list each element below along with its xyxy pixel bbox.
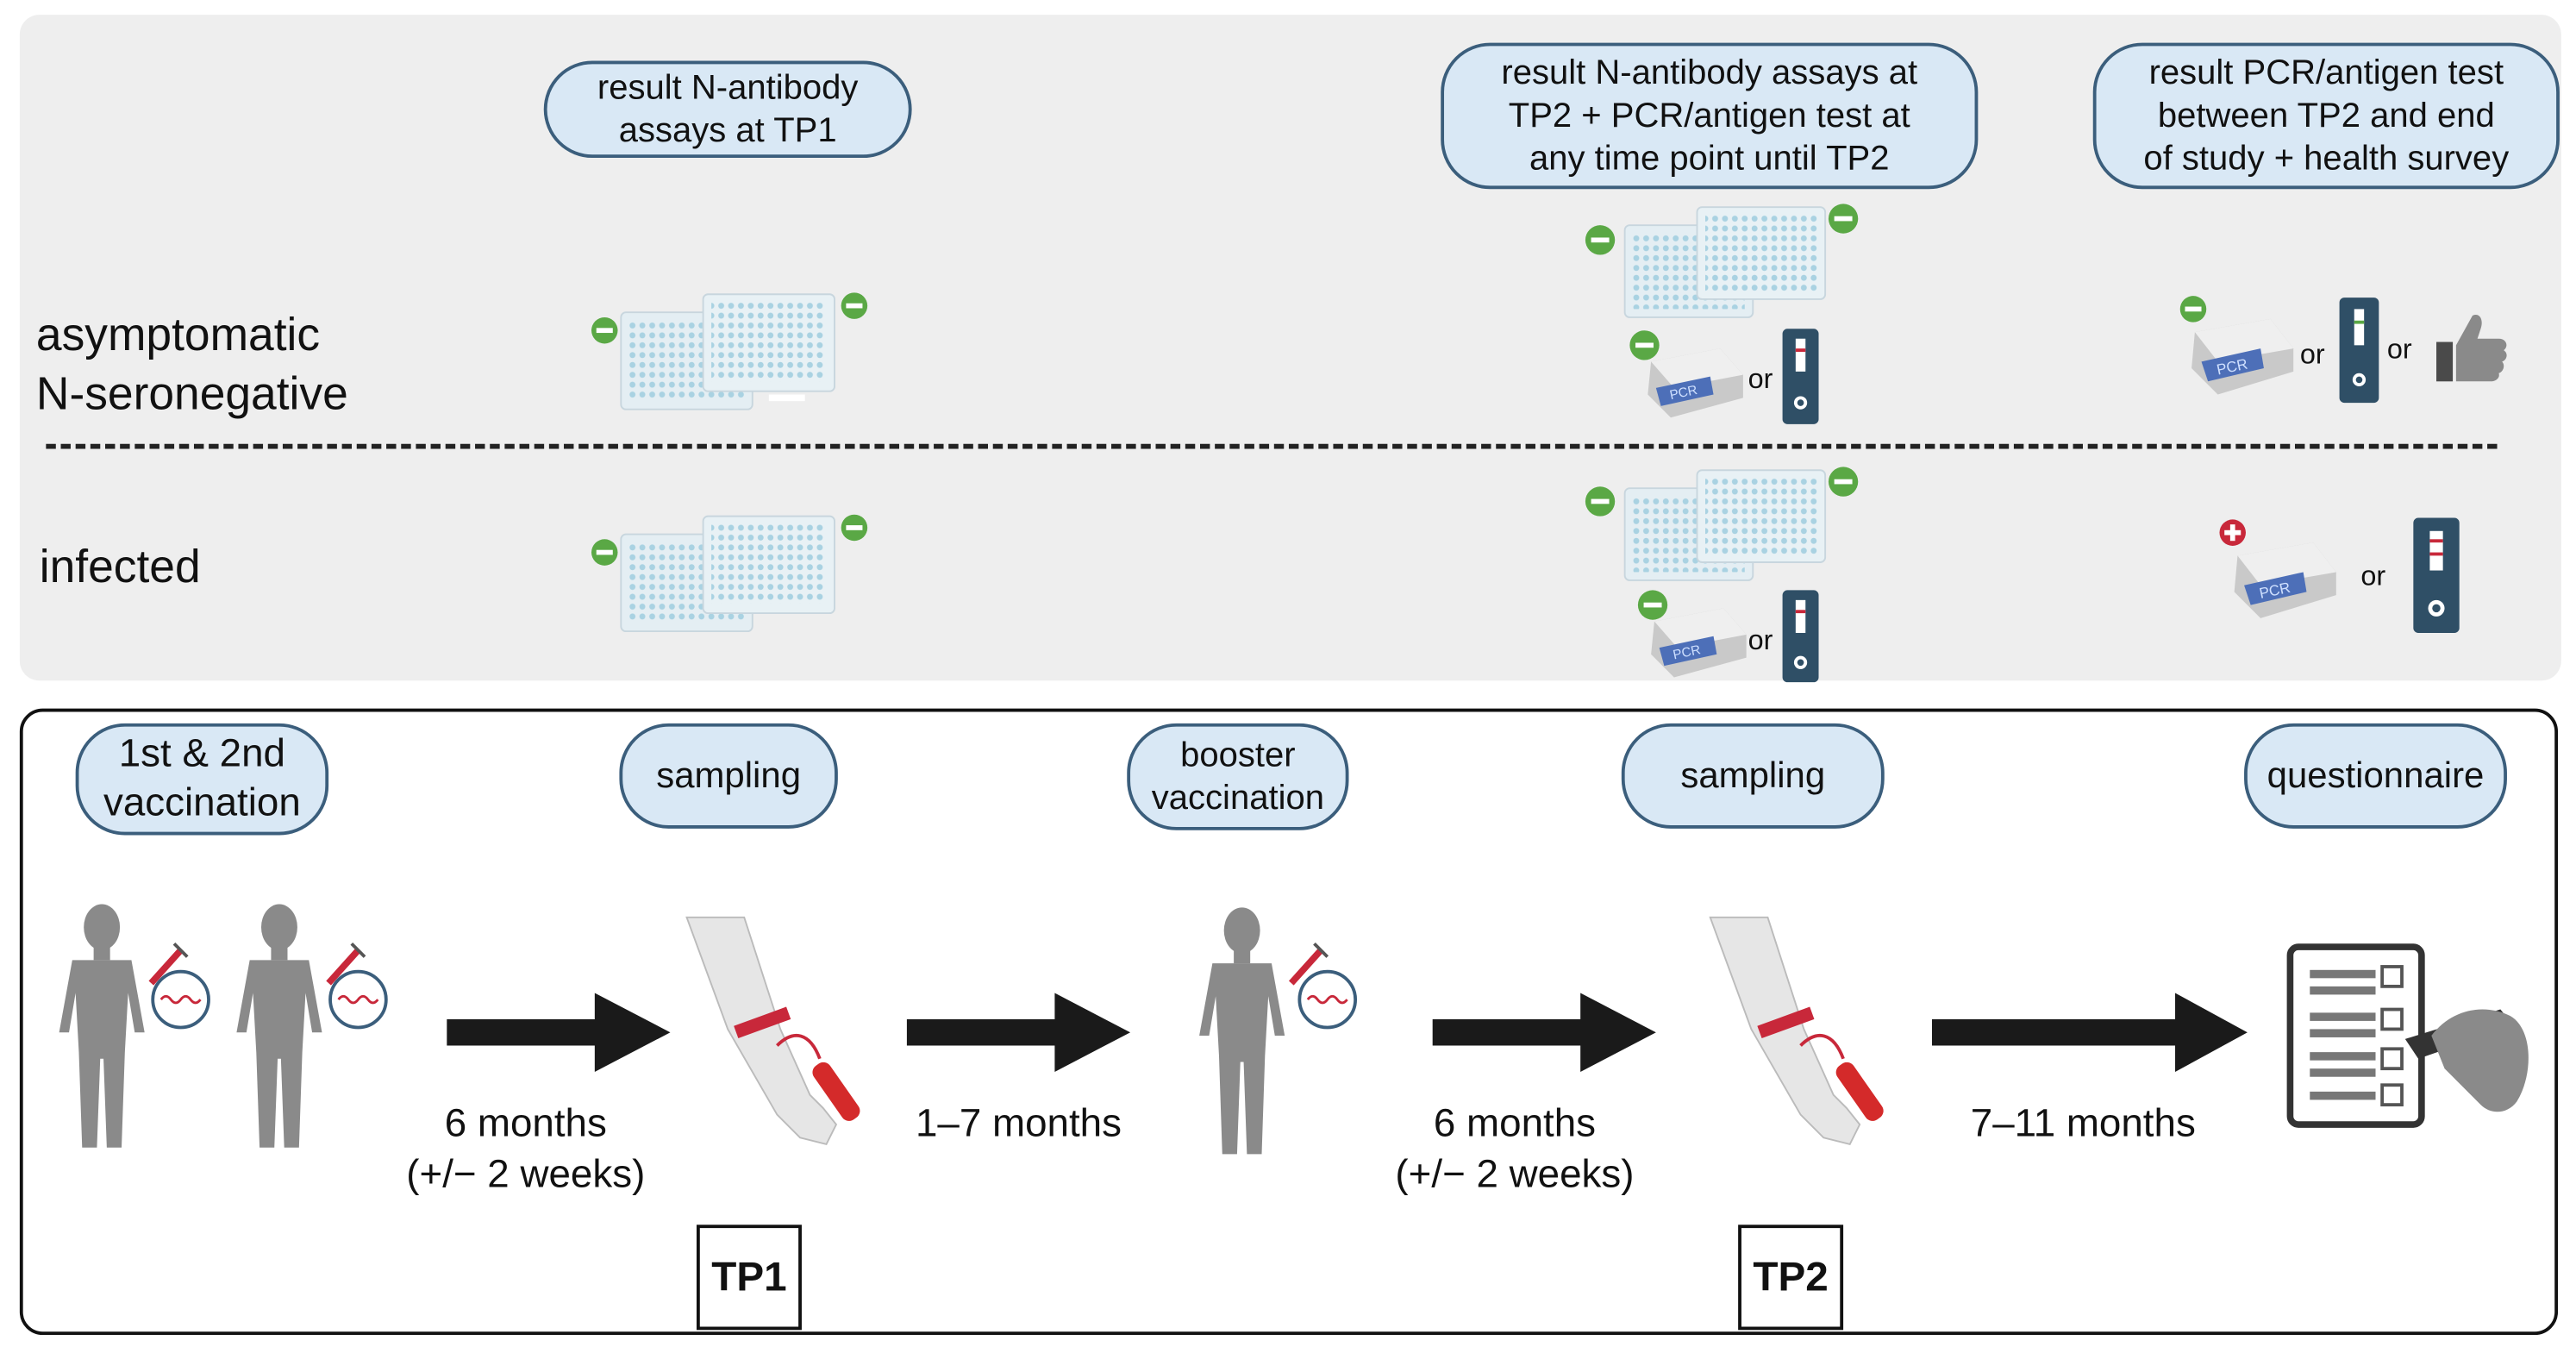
negative-sign-icon [841,292,868,319]
row-divider [46,443,2498,449]
timeline-arrow [906,993,1131,1072]
or-text: or [1748,624,1773,656]
negative-sign-icon [841,514,868,542]
or-text: or [2299,338,2325,370]
or-text: or [1748,363,1773,395]
result-bubble-tp1: result N-antibody assays at TP1 [543,60,912,159]
result-bubble-end-text: result PCR/antigen test between TP2 and … [2143,53,2510,177]
timeline-arrow [447,993,671,1072]
timeline-arrow [1931,993,2248,1072]
antigen-test-icon [2413,517,2460,633]
step-bubble-questionnaire: questionnaire [2244,723,2507,829]
result-bubble-end: result PCR/antigen test between TP2 and … [2092,42,2560,190]
interval-label-2: 1–7 months [915,1101,1122,1146]
negative-sign-icon [591,316,618,344]
interval-label-1: 6 months (+/− 2 weeks) [406,1101,646,1197]
elisa-plates-icon [1585,467,1859,581]
questionnaire-icon [2286,943,2529,1128]
negative-sign-icon [1585,225,1616,255]
pcr-machine-icon: PCR [2219,519,2336,618]
timeline-arrow [1432,993,1656,1072]
negative-sign-icon [1828,467,1859,497]
step-bubble-vaccination: 1st & 2nd vaccination [75,723,329,836]
thumbs-up-icon [2436,315,2507,382]
negative-sign-icon [591,539,618,566]
step-bubble-sampling-tp1: sampling [619,723,838,829]
positive-sign-icon [2219,519,2246,546]
or-text: or [2360,561,2386,592]
person-vaccination-icon [236,904,388,1148]
row-label-infected: infected [39,541,201,592]
step-bubble-booster: booster vaccination [1127,723,1349,830]
antigen-test-icon [1782,329,1819,424]
timepoint-tp2: TP2 [1738,1225,1844,1331]
blood-sampling-arm-icon [1709,916,1884,1145]
hand-icon [2431,1009,2529,1112]
negative-sign-icon [1637,590,1668,620]
svg-text:PCR: PCR [1672,642,1702,662]
antigen-test-icon [1782,590,1819,683]
interval-label-4: 7–11 months [1970,1101,2196,1146]
elisa-plates-icon [591,514,868,633]
pcr-machine-icon: PCR [1629,330,1743,418]
result-bubble-tp1-text: result N-antibody assays at TP1 [597,68,859,149]
person-vaccination-icon [59,904,210,1148]
person-booster-icon [1199,907,1358,1155]
result-bubble-tp2-text: result N-antibody assays at TP2 + PCR/an… [1501,53,1918,177]
blood-sampling-arm-icon [685,916,860,1145]
blood-tube-icon [812,1062,860,1121]
negative-sign-icon [1585,486,1616,517]
elisa-plates-icon [1585,204,1859,318]
svg-text:PCR: PCR [1668,383,1698,403]
row-label-asymptomatic: asymptomatic N-seronegative [35,309,348,420]
pcr-machine-icon: PCR [2179,296,2294,395]
timepoint-tp1: TP1 [696,1225,802,1331]
result-bubble-tp2: result N-antibody assays at TP2 + PCR/an… [1441,42,1979,190]
syringe-icon [326,942,366,986]
pcr-machine-icon: PCR [1637,590,1747,678]
negative-sign-icon [2179,296,2207,323]
negative-sign-icon [1629,330,1660,360]
antigen-test-icon [2339,298,2379,404]
interval-label-3: 6 months (+/− 2 weeks) [1395,1101,1635,1197]
syringe-icon [148,942,189,986]
negative-sign-icon [1828,204,1859,234]
elisa-plates-icon [591,292,868,410]
or-text: or [2386,334,2412,366]
syringe-icon [1288,942,1329,986]
blood-tube-icon [1835,1062,1884,1121]
step-bubble-sampling-tp2: sampling [1621,723,1885,829]
